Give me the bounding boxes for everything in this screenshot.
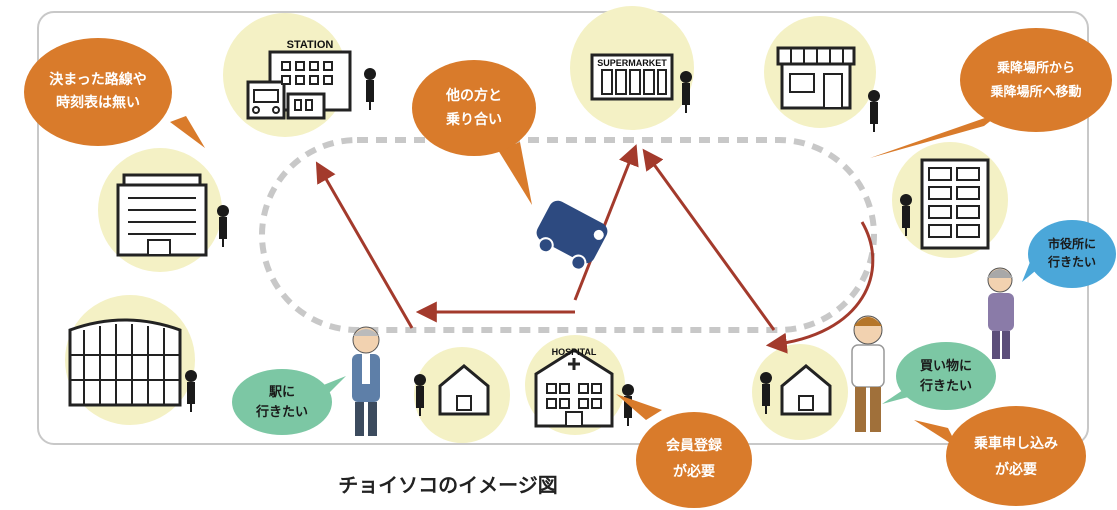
diagram-caption: チョイソコのイメージ図 — [338, 473, 558, 497]
route-arrows — [315, 144, 875, 354]
svg-text:乗降場所へ移動: 乗降場所へ移動 — [989, 84, 1081, 100]
route-arrow-1 — [573, 144, 639, 301]
bubble-shared-ride: 他の方と 乗り合い — [412, 60, 536, 205]
svg-text:行きたい: 行きたい — [255, 404, 308, 420]
apartment-building-icon — [920, 158, 990, 250]
shop-icon — [776, 46, 856, 110]
svg-text:会員登録: 会員登録 — [666, 437, 723, 454]
stop-pole-icon — [680, 71, 692, 113]
house-icon — [438, 364, 490, 416]
stop-pole-icons — [185, 68, 912, 426]
svg-text:行きたい: 行きたい — [1047, 254, 1096, 269]
svg-text:が必要: が必要 — [673, 463, 715, 480]
svg-text:が必要: が必要 — [995, 461, 1037, 478]
office-building-icon — [116, 173, 208, 257]
station-building-icon — [246, 50, 352, 120]
svg-text:他の方と: 他の方と — [445, 87, 502, 104]
stop-pole-icon — [217, 205, 229, 247]
stop-pole-icon — [414, 374, 426, 416]
route-arrow-4 — [642, 148, 776, 331]
hospital-icon — [534, 348, 614, 428]
large-building-icon — [68, 318, 182, 407]
stop-pole-icon — [900, 194, 912, 236]
bubble-membership: 会員登録 が必要 — [616, 394, 752, 508]
bubble-station: 駅に 行きたい — [232, 369, 346, 435]
route-arrow-5 — [765, 221, 875, 354]
svg-text:駅に: 駅に — [268, 385, 295, 400]
svg-text:市役所に: 市役所に — [1048, 236, 1096, 251]
svg-text:乗降場所から: 乗降場所から — [996, 60, 1075, 76]
house-icon — [780, 364, 832, 416]
stop-pole-icon — [760, 372, 772, 414]
route-arrow-3 — [315, 161, 414, 329]
stop-pole-icon — [185, 370, 197, 412]
svg-text:時刻表は無い: 時刻表は無い — [56, 94, 140, 111]
svg-text:決まった路線や: 決まった路線や — [49, 71, 146, 88]
svg-text:行きたい: 行きたい — [919, 378, 972, 394]
stop-pole-icon — [364, 68, 376, 110]
stop-pole-icon — [868, 90, 880, 132]
svg-text:乗り合い: 乗り合い — [445, 111, 502, 128]
elderly-man-figure — [352, 326, 380, 436]
svg-text:乗車申し込み: 乗車申し込み — [973, 435, 1058, 452]
supermarket-sign: SUPERMARKET — [597, 58, 667, 68]
supermarket-icon — [590, 53, 674, 101]
bubble-stop-to-stop: 乗降場所から 乗降場所へ移動 — [870, 28, 1112, 158]
bubble-shopping: 買い物に 行きたい — [882, 342, 996, 410]
bubble-no-route: 決まった路線や 時刻表は無い — [24, 38, 205, 148]
loop-track — [259, 137, 877, 333]
station-sign: STATION — [287, 39, 334, 51]
vehicle-icon — [536, 200, 608, 271]
hospital-sign: HOSPITAL — [552, 347, 597, 357]
stop-pole-icon — [622, 384, 634, 426]
svg-text:買い物に: 買い物に — [920, 358, 972, 374]
elderly-woman-figure — [987, 267, 1014, 359]
bubble-ride-request: 乗車申し込み が必要 — [914, 406, 1086, 506]
young-man-figure — [851, 315, 885, 432]
bubble-city-hall: 市役所に 行きたい — [1022, 220, 1116, 288]
